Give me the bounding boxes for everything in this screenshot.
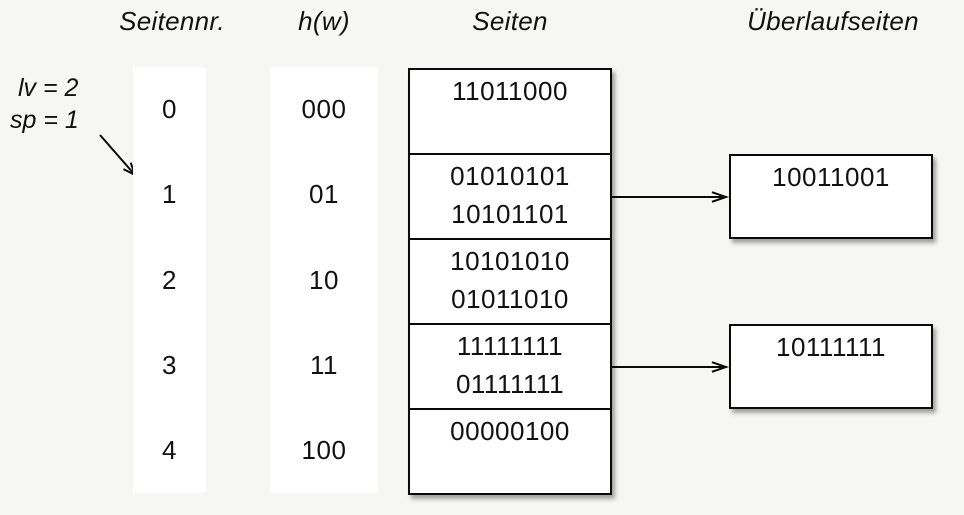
hash-value-cell: 01 (309, 179, 339, 210)
hash-value-cell: 000 (301, 94, 347, 125)
bucket-row-0: 11011000 (410, 70, 610, 155)
hash-value-cell: 11 (310, 349, 338, 380)
page-number-cell: 2 (162, 264, 177, 295)
page-entry: 01010101 (450, 161, 570, 191)
hash-value-cell: 10 (309, 264, 339, 295)
page-number-cell: 1 (162, 179, 177, 210)
page-entry (410, 110, 610, 148)
page-entry: 01011010 (451, 284, 569, 314)
column-header-hash-function: h(w) (298, 6, 350, 36)
bucket-row-1: 01010101 10101101 (410, 155, 610, 240)
page-number-cell: 0 (162, 94, 177, 125)
overflow-page-bucket3: 10111111 (729, 324, 933, 409)
column-header-overflow-pages: Überlaufseiten (747, 6, 919, 36)
overflow-arrow-bucket3-icon (612, 361, 730, 373)
column-header-pages: Seiten (472, 6, 548, 36)
hash-value-cell: 100 (301, 434, 347, 465)
page-entry: 11011000 (452, 76, 568, 106)
hash-value-column: 000 01 10 11 100 (270, 67, 378, 493)
overflow-page-bucket1: 10011001 (729, 154, 933, 239)
column-header-page-number: Seitennr. (119, 6, 225, 36)
overflow-entry: 10011001 (772, 162, 890, 192)
bucket-row-4: 00000100 (410, 410, 610, 493)
bucket-row-2: 10101010 01011010 (410, 240, 610, 325)
bucket-row-3: 11111111 01111111 (410, 325, 610, 410)
page-entry: 10101101 (451, 199, 569, 229)
page-entry: 10101010 (450, 246, 570, 276)
page-entry: 00000100 (450, 416, 570, 446)
page-entry (410, 450, 610, 488)
page-entry: 11111111 (456, 331, 564, 361)
pages-table: 11011000 01010101 10101101 10101010 0101… (408, 68, 612, 495)
page-number-column: 0 1 2 3 4 (133, 67, 206, 493)
split-pointer-value: sp = 1 (10, 106, 79, 134)
state-annotation: lv = 2 sp = 1 (10, 72, 79, 136)
page-number-cell: 3 (162, 349, 177, 380)
overflow-entry: 10111111 (775, 332, 887, 362)
overflow-arrow-bucket1-icon (612, 191, 730, 203)
page-number-cell: 4 (162, 434, 177, 465)
page-entry: 01111111 (455, 369, 565, 399)
level-value: lv = 2 (18, 74, 79, 102)
